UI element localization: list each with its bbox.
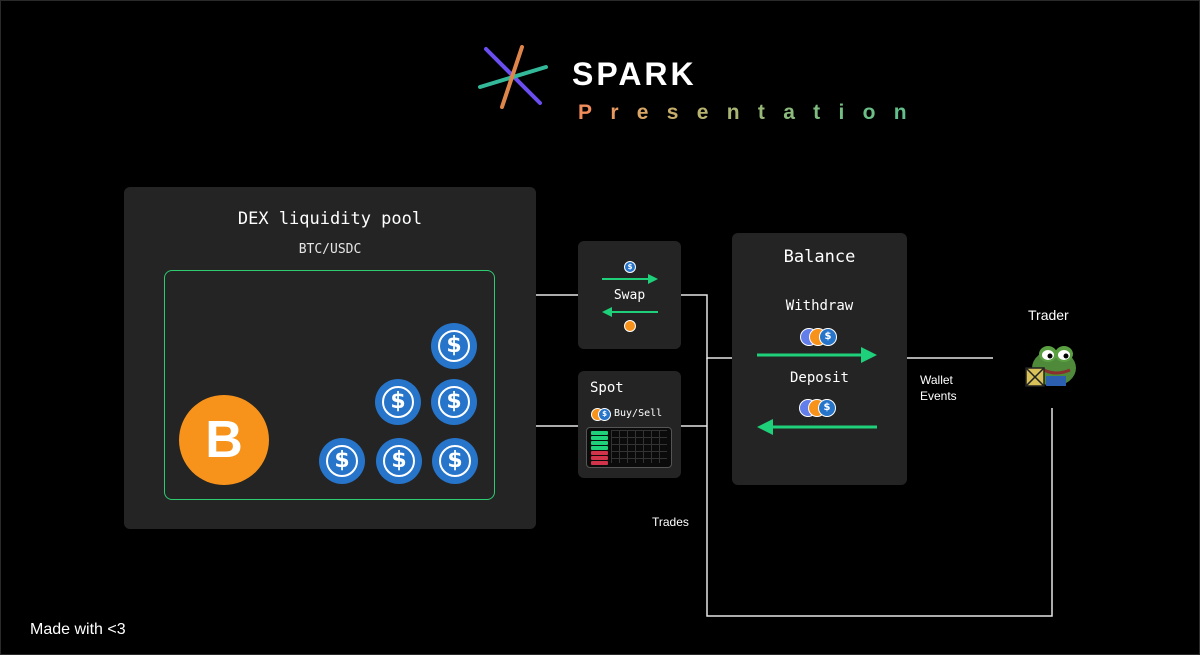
withdraw-arrow-icon [757, 347, 877, 363]
tagline-letter: e [696, 101, 727, 124]
spot-label: Spot [590, 380, 624, 396]
tagline-letter: i [838, 101, 863, 124]
trades-line [706, 358, 1053, 617]
tagline-letter: a [783, 101, 814, 124]
usdc-icon [624, 261, 636, 273]
swap-panel: Swap [578, 241, 681, 349]
wallet-events-label-line2: Events [920, 389, 957, 403]
wallet-events-label-line1: Wallet [920, 373, 953, 387]
tagline-letter: n [893, 101, 925, 124]
footer-credit: Made with <3 [30, 621, 126, 638]
usdc-coin-icon [319, 438, 365, 484]
tagline-letter: e [636, 101, 667, 124]
btc-icon [624, 320, 636, 332]
tagline-letter: s [666, 101, 697, 124]
pepe-trader-icon [1025, 346, 1076, 387]
brand-name: SPARK [572, 56, 697, 92]
usdc-coin-icon [432, 438, 478, 484]
tagline-letter: P [578, 101, 611, 124]
buy-sell-label: Buy/Sell [614, 408, 663, 419]
deposit-arrow-icon [757, 419, 877, 435]
arrow-left-icon [602, 307, 658, 317]
orderbook-icon [586, 427, 672, 468]
usdc-icon [818, 399, 836, 417]
usdc-icon [598, 408, 611, 421]
trades-label: Trades [652, 515, 689, 529]
spark-logo-icon [478, 45, 548, 109]
trader-label: Trader [1028, 307, 1069, 323]
spot-panel: Spot Buy/Sell [578, 371, 681, 478]
usdc-coin-icon [376, 438, 422, 484]
tagline-letter: t [757, 101, 784, 124]
tagline-letter: t [813, 101, 839, 124]
pool-pair: BTC/USDC [298, 242, 362, 257]
pool-reserves-box [164, 270, 495, 500]
usdc-coin-icon [431, 323, 477, 369]
tagline-letter: r [610, 101, 637, 124]
swap-to-balance-line [681, 294, 732, 359]
balance-panel: Balance Withdraw Deposit [732, 233, 907, 485]
withdraw-label: Withdraw [785, 298, 854, 314]
usdc-icon [819, 328, 837, 346]
usdc-coin-icon [375, 379, 421, 425]
tagline: Presentation [578, 101, 925, 125]
tagline-letter: o [862, 101, 894, 124]
swap-label: Swap [613, 288, 646, 303]
btc-coin-icon: B [179, 395, 269, 485]
pool-title: DEX liquidity pool [237, 209, 423, 229]
usdc-coin-icon [431, 379, 477, 425]
deposit-label: Deposit [789, 370, 849, 386]
balance-title: Balance [783, 247, 856, 267]
tagline-letter: n [726, 101, 758, 124]
arrow-right-icon [602, 274, 658, 284]
